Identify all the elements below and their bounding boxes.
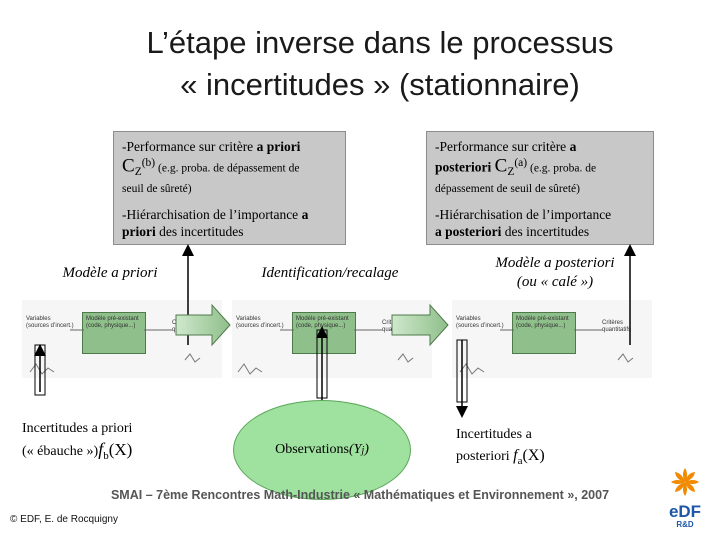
- text: posteriori: [456, 449, 514, 464]
- posterior-model-thumbnail: Variables (sources d’incert.) Modèle pré…: [452, 300, 652, 378]
- text: ): [364, 442, 369, 457]
- thumbnail-model: Modèle pré-existant: [516, 316, 569, 322]
- observations-arrow-box: [316, 329, 328, 399]
- thumbnail-quantities: quantitatifs: [602, 327, 632, 333]
- criterion-note-2: dépassement de seuil de sûreté): [435, 183, 580, 196]
- slide-title: L’étape inverse dans le processus « ince…: [60, 22, 700, 106]
- thumbnail-model-2: (code, physique...): [86, 323, 136, 329]
- criterion-symbol: C: [494, 155, 508, 177]
- thumbnail-variables: Variables: [26, 316, 51, 322]
- prior-criterion-line: CZ(b) (e.g. proba. de dépassement de: [122, 155, 337, 181]
- waveform-icon: [617, 353, 634, 363]
- prior-to-identification-arrow: [175, 303, 231, 347]
- copyright: © EDF, E. de Rocquigny: [10, 514, 118, 525]
- prior-hierarchy-line-2: priori des incertitudes: [122, 223, 337, 240]
- posterior-performance-line: -Performance sur critère a: [435, 138, 645, 155]
- text: -Performance sur critère: [122, 139, 257, 154]
- text: posteriori: [435, 159, 492, 175]
- text: (Y: [348, 442, 362, 457]
- posterior-hierarchy-line: -Hiérarchisation de l’importance: [435, 207, 612, 223]
- criterion-note: (e.g. proba. de dépassement de: [155, 162, 300, 175]
- thumbnail-sources: (sources d’incert.): [26, 323, 74, 329]
- thumbnail-model-block: Modèle pré-existant (code, physique...): [82, 312, 146, 354]
- thumbnail-variables: Variables: [236, 316, 261, 322]
- text: f: [98, 439, 104, 459]
- waveform-icon: [397, 353, 414, 363]
- identification-to-posterior-arrow: [391, 303, 449, 347]
- waveform-icon: [459, 363, 485, 375]
- prior-uncertainties-formula: (« ébauche »)fb(X): [22, 439, 132, 467]
- criterion-note: (e.g. proba. de: [527, 162, 597, 175]
- criterion-superscript: (a): [514, 157, 528, 169]
- text: (X): [108, 440, 133, 459]
- text: priori: [122, 224, 156, 240]
- posterior-model-label: Modèle a posteriori (ou « calé »): [455, 254, 655, 292]
- text: Observations: [275, 442, 349, 457]
- thumbnail-criteria: Critères: [602, 320, 624, 326]
- text: a priori: [256, 139, 301, 154]
- thumbnail-model: Modèle pré-existant: [86, 316, 139, 322]
- text: (ou « calé »): [516, 274, 594, 290]
- title-line-2: « incertitudes » (stationnaire): [180, 67, 580, 102]
- text: f: [513, 447, 518, 464]
- footer-text: SMAI – 7ème Rencontres Math-Industrie « …: [110, 488, 610, 502]
- waveform-icon: [29, 363, 55, 375]
- thumbnail-model: Modèle pré-existant: [296, 316, 349, 322]
- criterion-symbol: C: [122, 155, 135, 177]
- edf-logo: eDF R&D: [660, 462, 710, 532]
- criterion-note-2: seuil de sûreté): [122, 183, 192, 196]
- prior-performance-box: -Performance sur critère a priori CZ(b) …: [113, 131, 346, 245]
- posterior-output-arrow-box: [456, 339, 468, 403]
- title-line-1: L’étape inverse dans le processus: [146, 25, 614, 60]
- text: b: [103, 449, 109, 462]
- thumbnail-model-block: Modèle pré-existant (code, physique...): [512, 312, 576, 354]
- edf-logo-sub: R&D: [676, 520, 694, 529]
- text: Incertitudes a: [456, 427, 532, 442]
- text: a: [517, 454, 523, 467]
- posterior-uncertainties-formula: posteriori fa(X): [456, 445, 545, 472]
- identification-label: Identification/recalage: [261, 265, 399, 281]
- prior-uncertainties: Incertitudes a priori (« ébauche »)fb(X): [22, 418, 132, 467]
- text: -Performance sur critère: [435, 139, 570, 154]
- text: j: [361, 444, 365, 456]
- text: -Hiérarchisation de l’importance: [122, 207, 302, 223]
- posterior-criterion-line: posteriori CZ(a) (e.g. proba. de: [435, 155, 645, 181]
- text: a: [301, 207, 309, 223]
- text: (X): [522, 447, 545, 464]
- criterion-superscript: (b): [141, 157, 156, 169]
- prior-performance-line: -Performance sur critère a priori: [122, 138, 337, 155]
- posterior-uncertainties: Incertitudes a posteriori fa(X): [456, 424, 545, 472]
- prior-hierarchy-line: -Hiérarchisation de l’importance a: [122, 206, 337, 223]
- thumbnail-sources: (sources d’incert.): [456, 323, 504, 329]
- prior-model-label: Modèle a priori: [62, 265, 158, 281]
- text: des incertitudes: [501, 224, 590, 240]
- posterior-performance-box: -Performance sur critère a posteriori CZ…: [426, 131, 654, 245]
- criterion-subscript: Z: [134, 166, 142, 179]
- posterior-hierarchy-line-2: a posteriori des incertitudes: [435, 223, 645, 240]
- text: Incertitudes a priori: [22, 421, 133, 436]
- criterion-subscript: Z: [507, 166, 515, 179]
- text: a: [569, 139, 577, 154]
- identification-thumbnail: Variables (sources d’incert.) Modèle pré…: [232, 300, 432, 378]
- thumbnail-model-2: (code, physique...): [516, 323, 566, 329]
- text: des incertitudes: [155, 224, 244, 240]
- thumbnail-sources: (sources d’incert.): [236, 323, 284, 329]
- waveform-icon: [184, 353, 201, 363]
- text: a posteriori: [435, 224, 502, 240]
- text: Modèle a posteriori: [495, 255, 615, 271]
- prior-input-arrow-box: [34, 344, 46, 396]
- thumbnail-variables: Variables: [456, 316, 481, 322]
- edf-logo-icon: [671, 468, 699, 496]
- edf-logo-brand: eDF: [668, 502, 702, 521]
- text: (« ébauche »): [22, 444, 99, 459]
- waveform-icon: [237, 363, 263, 375]
